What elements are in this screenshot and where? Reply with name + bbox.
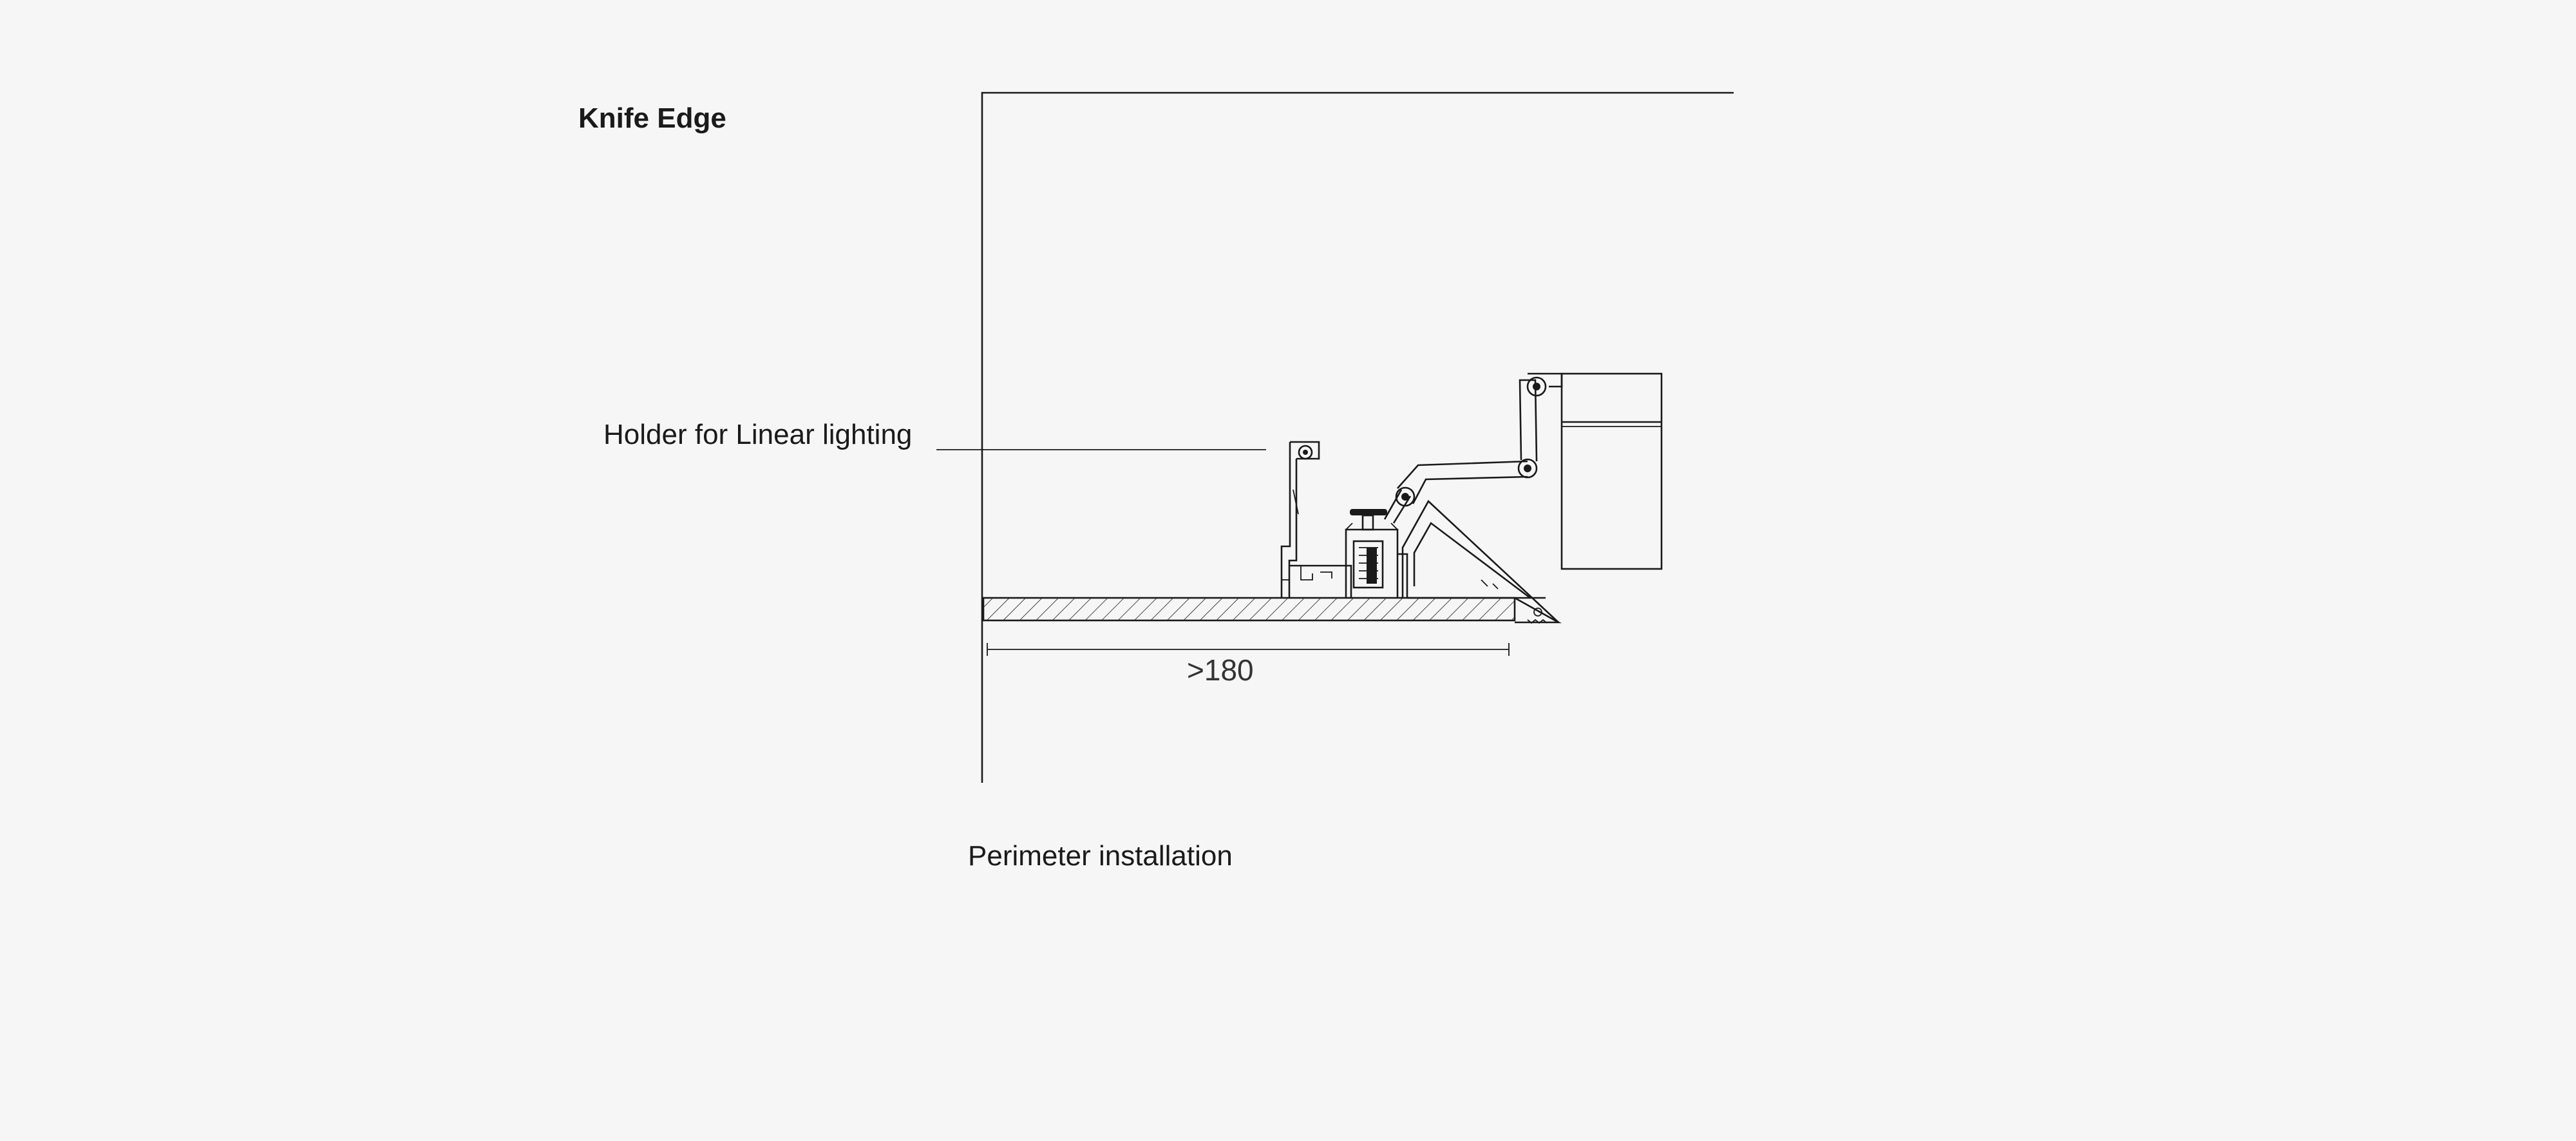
diagram-title: Knife Edge: [578, 102, 726, 134]
linear-lighting-holder: [1280, 441, 1352, 598]
articulated-arm: [1383, 376, 1547, 524]
dimension-label: >180: [1187, 653, 1254, 687]
drywall-board: [982, 597, 1562, 624]
dimension-line: [987, 643, 1510, 656]
triangle-bracket: [1401, 499, 1559, 623]
callout-label: Holder for Linear lighting: [603, 419, 912, 450]
carrier-profile: [1345, 509, 1546, 599]
caption: Perimeter installation: [968, 840, 1233, 872]
luminaire-head: [1528, 372, 1663, 570]
wall-ceiling-outline: [981, 91, 1734, 783]
